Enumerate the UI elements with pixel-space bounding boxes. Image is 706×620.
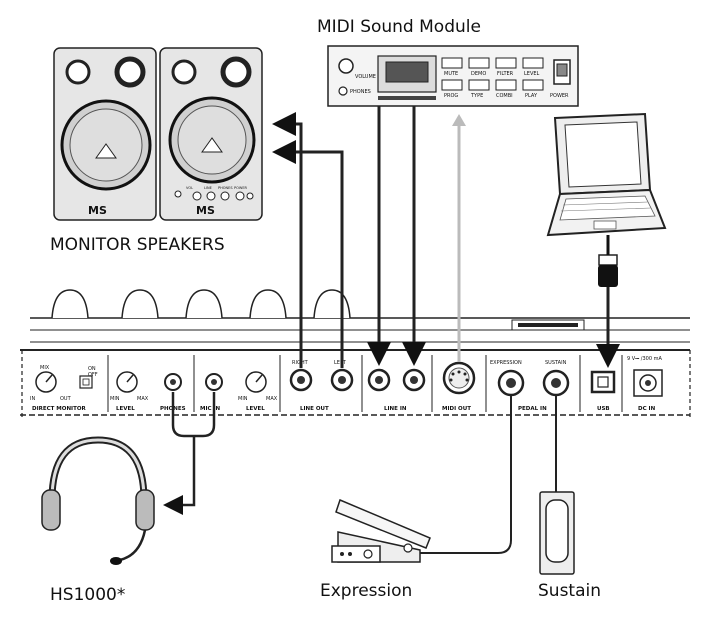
mic-level-label: LEVEL (246, 406, 265, 412)
module-buttons-bottom: PROG TYPE COMBI PLAY (441, 79, 544, 99)
line-out-label: LINE OUT (300, 406, 329, 412)
keyboard-top (30, 289, 690, 343)
module-led-screen (385, 61, 429, 83)
module-btn-type: TYPE (470, 93, 483, 99)
module-btn-combi: COMBI (496, 93, 513, 99)
headset-caption: HS1000* (50, 585, 125, 605)
panel-on-label: ON (88, 366, 96, 372)
midi-sound-module: VOLUME PHONES MUTE DEMO FILTER LEVEL PRO… (327, 45, 579, 107)
headset-icon (41, 436, 155, 565)
right-tweeter-icon (171, 59, 197, 85)
phones-level-label: LEVEL (116, 406, 135, 412)
panel-direct-monitor-label: DIRECT MONITOR (32, 406, 87, 412)
right-speaker-logo: MS (196, 204, 215, 217)
module-btn-filter: FILTER (497, 71, 514, 77)
cable-line-out-left (272, 140, 344, 368)
expression-caption: Expression (320, 581, 412, 601)
midi-out-label: MIDI OUT (442, 406, 471, 412)
speaker-ctrl-phones: PHONES (218, 186, 233, 190)
module-btn-mute: MUTE (444, 71, 458, 77)
dc-in-label: DC IN (638, 406, 656, 412)
midi-out-arrow-icon (452, 114, 466, 126)
panel-mix-label: MIX (40, 365, 50, 371)
slider-cap-2 (121, 289, 159, 319)
sustain-pedal-icon (539, 491, 575, 575)
pedal-in-label: PEDAL IN (518, 406, 547, 412)
cable-headset (163, 436, 196, 515)
usb-label: USB (597, 406, 610, 412)
slider-cap-5 (313, 289, 351, 319)
left-port-icon (114, 56, 146, 88)
phones-min-label: MIN (110, 396, 120, 402)
speaker-ctrl-line: LINE (204, 186, 212, 190)
cable-line-out-right (272, 112, 303, 368)
module-display-bar (378, 96, 436, 100)
module-phones-jack (338, 86, 348, 96)
mic-min-label: MIN (238, 396, 248, 402)
left-monitor-speaker: MS (53, 47, 157, 221)
line-out-left-label: LEFT (334, 360, 347, 366)
usb-plug-icon (598, 235, 618, 287)
module-btn-prog: PROG (444, 93, 458, 99)
module-phones-label: PHONES (350, 89, 371, 95)
slider-cap-4 (249, 289, 287, 319)
monitor-speakers-caption: MONITOR SPEAKERS (50, 235, 225, 255)
expression-jack-label: EXPRESSION (490, 360, 522, 366)
cable-expression (404, 396, 512, 554)
rear-panel: MIX IN OUT ON OFF DIRECT MONITOR MIN MAX… (20, 349, 691, 420)
power-spec-label: 9 V⎓ /300 mA (627, 356, 662, 362)
phones-max-label: MAX (137, 396, 149, 402)
module-btn-level: LEVEL (524, 71, 540, 77)
slider-cap-3 (185, 289, 223, 319)
module-buttons-top: MUTE DEMO FILTER LEVEL (441, 57, 544, 77)
panel-out-label: OUT (60, 396, 72, 402)
left-speaker-logo: MS (88, 204, 107, 217)
speaker-ctrl-vol: VOL (186, 186, 193, 190)
line-in-label: LINE IN (384, 406, 407, 412)
volume-knob-icon (338, 58, 354, 74)
module-power-label: POWER (550, 93, 569, 99)
module-btn-demo: DEMO (471, 71, 486, 77)
expression-pedal-icon (331, 498, 431, 563)
left-tweeter-icon (65, 59, 91, 85)
right-speaker-controls: VOL LINE PHONES POWER (174, 186, 254, 201)
right-port-icon (220, 56, 252, 88)
sustain-jack-label: SUSTAIN (545, 360, 567, 366)
sustain-caption: Sustain (538, 581, 601, 601)
mic-max-label: MAX (266, 396, 278, 402)
midi-module-caption: MIDI Sound Module (317, 17, 481, 37)
mic-in-label: MIC IN (200, 406, 221, 412)
slider-cap-1 (51, 289, 89, 319)
panel-in-label: IN (30, 396, 35, 402)
panel-off-label: OFF (88, 372, 98, 378)
speaker-ctrl-power: POWER (234, 186, 248, 190)
right-monitor-speaker: VOL LINE PHONES POWER MS (159, 47, 263, 221)
module-volume-label: VOLUME (355, 74, 376, 80)
module-btn-play: PLAY (525, 93, 538, 99)
laptop-icon (546, 112, 667, 237)
